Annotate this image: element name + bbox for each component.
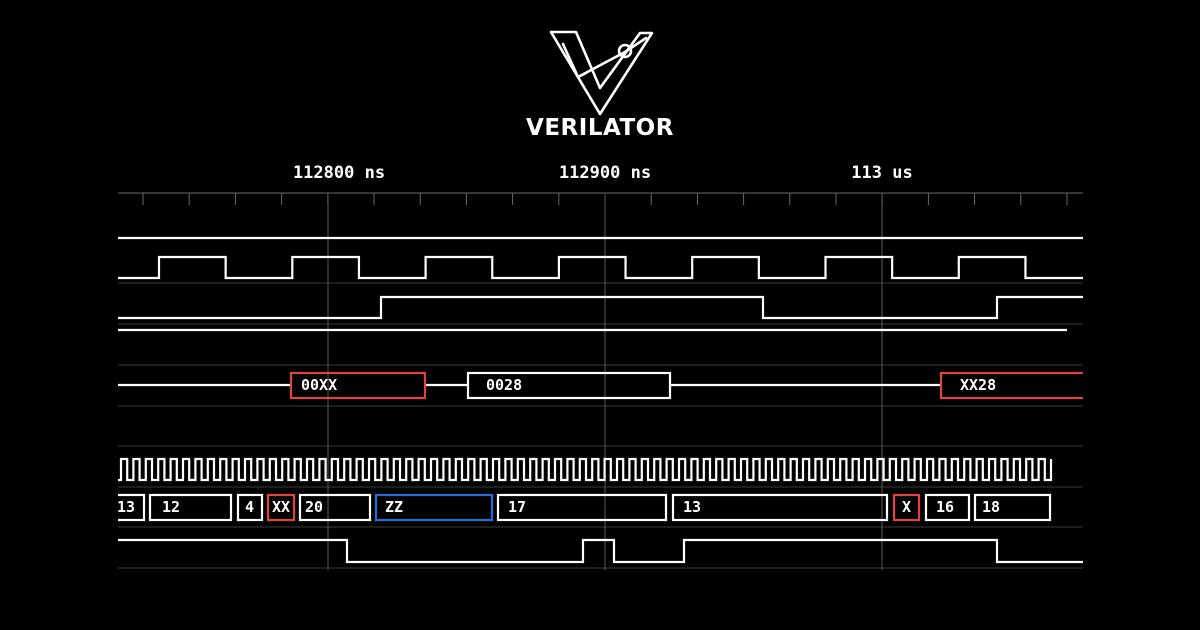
cursor-lines — [327, 193, 883, 570]
time-labels: 112800 ns 112900 ns 113 us — [293, 163, 913, 183]
bus-b-segment[interactable]: 16 — [924, 493, 971, 522]
bus-b-segment[interactable]: ZZ — [374, 493, 494, 522]
verilator-logo — [549, 30, 654, 116]
logo-probe-line — [576, 36, 648, 79]
bus-b: 13 12 4 XX 20 ZZ 17 13 — [100, 493, 1052, 522]
bus-b-segment[interactable]: XX — [266, 493, 296, 522]
bus-b-segment[interactable]: 4 — [236, 493, 264, 522]
bus-a-segment[interactable]: 0028 — [466, 371, 672, 400]
signal-enable[interactable] — [118, 295, 1083, 320]
bus-b-segment[interactable]: 20 — [298, 493, 372, 522]
logo-probe-circle — [617, 43, 633, 59]
time-marker-1: 112800 ns — [293, 163, 385, 183]
bus-a-segment[interactable]: XX28 — [939, 371, 1091, 400]
bus-b-segment[interactable]: 12 — [148, 493, 233, 522]
bus-b-label: 13 — [117, 498, 135, 516]
signal-data-out[interactable] — [118, 538, 1083, 564]
bus-b-label: ZZ — [385, 498, 403, 516]
bus-a: 00XX 0028 XX28 — [289, 371, 1091, 400]
time-marker-3: 113 us — [851, 163, 912, 183]
bus-b-segment[interactable]: X — [892, 493, 921, 522]
time-marker-2: 112900 ns — [559, 163, 651, 183]
bus-b-label: 20 — [305, 498, 323, 516]
bus-b-segment[interactable]: 18 — [973, 493, 1052, 522]
bus-b-label: 13 — [683, 498, 701, 516]
bus-b-segment[interactable]: 17 — [496, 493, 668, 522]
bus-a-label: 00XX — [301, 376, 337, 394]
bus-b-label: 17 — [508, 498, 526, 516]
bus-b-label: 16 — [936, 498, 954, 516]
bus-a-label: XX28 — [960, 376, 996, 394]
time-ruler — [118, 192, 1083, 205]
bus-b-label: 12 — [162, 498, 180, 516]
signal-clock[interactable] — [118, 255, 1092, 280]
bus-b-segment[interactable]: 13 — [100, 493, 146, 522]
bus-b-segment[interactable]: 13 — [671, 493, 889, 522]
app-title: VERILATOR — [526, 115, 674, 141]
logo-v-mark — [549, 30, 654, 116]
row-separators — [118, 282, 1083, 569]
bus-b-label: X — [902, 498, 911, 516]
bus-a-segment[interactable]: 00XX — [289, 371, 427, 400]
bus-b-label: 18 — [982, 498, 1000, 516]
signal-fast-clock[interactable] — [118, 457, 1053, 482]
bus-a-label: 0028 — [486, 376, 522, 394]
bus-b-label: 4 — [245, 498, 254, 516]
bus-b-label: XX — [272, 498, 290, 516]
